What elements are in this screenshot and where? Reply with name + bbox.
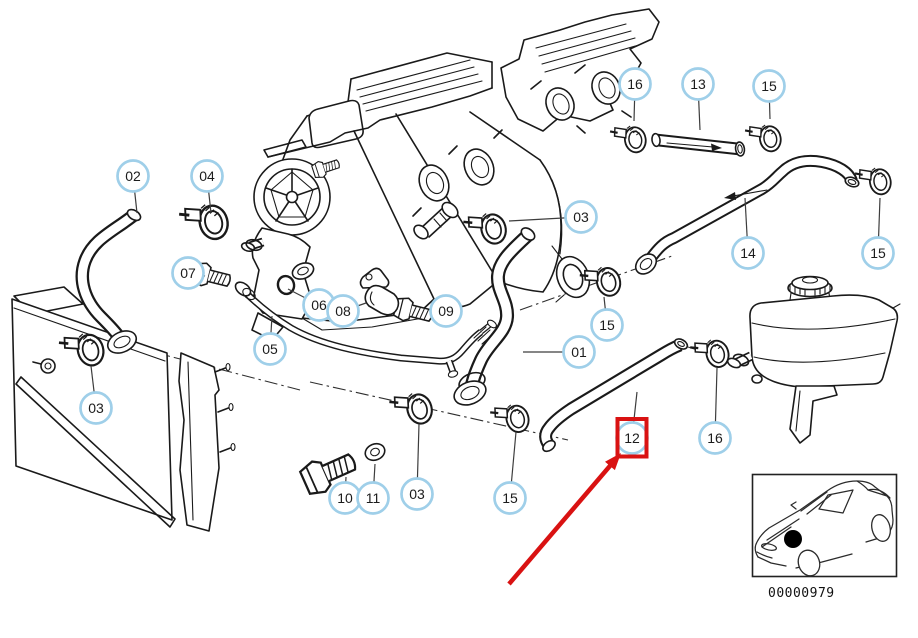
pump-bolt [310,155,343,181]
callout-15[interactable]: 15 [861,236,895,270]
svg-text:08: 08 [335,303,351,319]
thermostat-flange [291,262,315,280]
svg-text:03: 03 [573,209,589,225]
clamp-16-top [608,121,649,158]
clamp-04 [176,197,233,249]
callout-12[interactable]: 12 [615,421,649,455]
fasteners [190,155,436,499]
callout-03[interactable]: 03 [400,477,434,511]
svg-text:13: 13 [690,76,706,92]
callout-08[interactable]: 08 [326,294,360,328]
valve-cover-boss [308,99,364,149]
callout-16[interactable]: 16 [698,421,732,455]
svg-text:11: 11 [366,490,381,506]
svg-text:10: 10 [337,490,353,506]
pipe-flange [234,281,252,297]
callout-03[interactable]: 03 [79,391,113,425]
svg-text:05: 05 [262,341,278,357]
callout-09[interactable]: 09 [429,294,463,328]
svg-text:01: 01 [571,344,587,360]
drain-plug [40,358,56,374]
svg-text:03: 03 [88,400,104,416]
svg-text:16: 16 [707,430,723,446]
callout-15[interactable]: 15 [493,481,527,515]
svg-text:12: 12 [624,430,640,446]
engine-block [263,52,591,331]
rear-wheel [871,514,891,542]
callout-15[interactable]: 15 [752,69,786,103]
svg-text:15: 15 [599,317,615,333]
diagram-code: 00000979 [768,586,835,601]
water-pump [240,158,331,341]
flow-arrow [666,142,714,148]
callout-05[interactable]: 05 [253,332,287,366]
red-annotations [507,417,649,586]
svg-text:06: 06 [311,297,327,313]
car-icon [754,480,894,577]
clamp-15-right [853,163,894,200]
flow-arrow-head [711,143,722,151]
callout-13[interactable]: 13 [681,67,715,101]
pointer-arrow [507,461,615,586]
flow-arrow-head [724,192,736,200]
callout-15[interactable]: 15 [590,308,624,342]
svg-text:15: 15 [870,245,886,261]
svg-text:03: 03 [409,486,425,502]
sensor-08 [359,267,400,316]
clamp-15-top [743,120,784,157]
svg-text:14: 14 [740,245,756,261]
centerline [309,381,569,441]
radiator [11,286,236,532]
part-location-thumbnail: 00000979 [751,473,898,601]
intake-port [463,148,495,186]
hose-expansion-tank [539,338,689,453]
location-dot [784,530,802,548]
svg-text:09: 09 [438,303,454,319]
flow-arrow [732,189,768,197]
highlight-box [615,417,649,459]
part-callouts: 02 04 07 06 08 09 05 03 03 03 10 11 15 15 01 16 13 15 14 15… [79,67,895,515]
tank-bracket [789,385,838,444]
callout-03[interactable]: 03 [564,200,598,234]
front-wheel [797,549,821,577]
hose-upper-radiator [75,208,142,354]
clamp-03-lower [387,387,437,432]
callout-10[interactable]: 10 [328,481,362,515]
callout-11[interactable]: 11 [356,481,390,515]
expansion-tank [726,275,901,444]
svg-text:07: 07 [180,265,196,281]
hose-main-s [453,227,536,406]
svg-text:02: 02 [125,168,141,184]
callout-07[interactable]: 07 [171,256,205,290]
pulley-hub [285,190,299,204]
washer-11 [364,442,386,462]
callout-16[interactable]: 16 [618,67,652,101]
svg-text:04: 04 [199,168,215,184]
hose-zigzag [634,154,860,275]
callout-01[interactable]: 01 [562,335,596,369]
svg-text:15: 15 [761,78,777,94]
hose-short-top [651,132,746,157]
callout-02[interactable]: 02 [116,159,150,193]
clamp-16-tank [688,334,733,375]
o-ring-06 [276,274,296,296]
callout-04[interactable]: 04 [190,159,224,193]
svg-text:15: 15 [502,490,518,506]
clamp-03-upper [461,207,511,252]
callout-14[interactable]: 14 [731,236,765,270]
svg-text:16: 16 [627,76,643,92]
clamp-15-bottom [488,399,533,440]
